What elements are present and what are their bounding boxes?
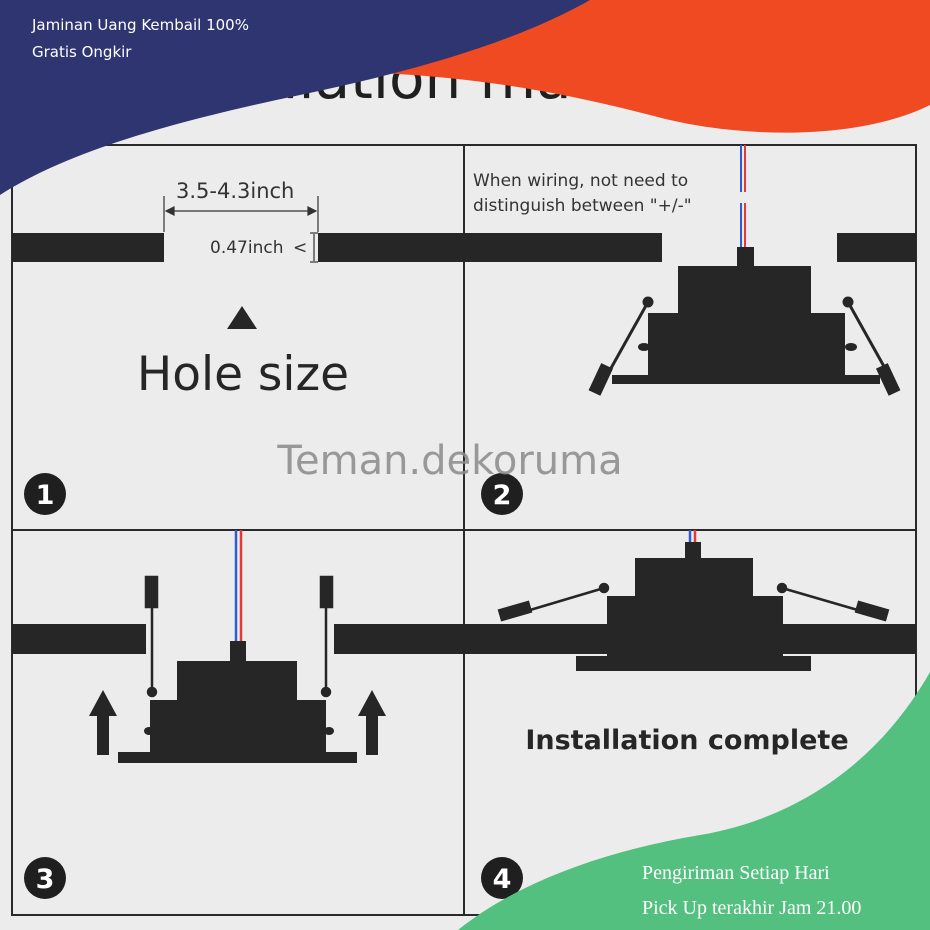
downlight-fixture-4 [576, 542, 811, 671]
ceiling-board-right-3 [334, 624, 464, 654]
thickness-dimension [310, 232, 318, 263]
width-dimension [163, 196, 319, 232]
spring-clips-4 [497, 582, 890, 622]
step-number-3: 3 [36, 864, 55, 895]
step-badge-4 [481, 857, 523, 899]
wire-pair-3 [234, 530, 243, 642]
promo-navy-wave [0, 0, 590, 195]
step-badge-1 [24, 473, 66, 515]
wire-pair-2 [740, 145, 746, 248]
promo-green-wave [458, 672, 930, 930]
downlight-fixture-2 [612, 247, 880, 384]
thickness-arrow: < [293, 238, 307, 258]
hole-size-caption: Hole size [137, 347, 349, 402]
ceiling-board-left-3 [12, 624, 146, 654]
thickness-label: 0.47inch [210, 238, 283, 258]
ceiling-board-left-4 [464, 624, 607, 654]
panel-grid [11, 144, 917, 916]
promo-free-shipping: Gratis Ongkir [32, 43, 132, 61]
wiring-note-line1: When wiring, not need to [473, 171, 688, 191]
panel-4: Installation complete 4 [464, 530, 916, 899]
step-badge-3 [24, 857, 66, 899]
panel-1: 3.5-4.3inch 0.47inch < Hole size 1 [12, 179, 464, 515]
up-arrow-icon-right [358, 690, 386, 755]
panel-2: When wiring, not need to distinguish bet… [464, 145, 916, 515]
promo-daily-delivery: Pengiriman Setiap Hari [642, 862, 830, 884]
downlight-fixture-3 [118, 641, 357, 763]
ceiling-board-left-2 [464, 233, 662, 262]
installation-complete-caption: Installation complete [525, 725, 848, 756]
width-label: 3.5-4.3inch [176, 179, 294, 203]
ceiling-board-right-2 [837, 233, 916, 262]
spring-clips-2 [588, 296, 901, 396]
up-arrow-icon-left [89, 690, 117, 755]
ceiling-board-left [12, 233, 164, 262]
promo-money-back: Jaminan Uang Kembail 100% [32, 16, 249, 34]
spring-clips-3 [144, 575, 334, 698]
step-badge-2 [481, 473, 523, 515]
ceiling-board-right [318, 233, 464, 262]
up-triangle-icon [227, 306, 257, 329]
step-number-4: 4 [493, 864, 512, 895]
wiring-note-line2: distinguish between "+/-" [473, 196, 692, 216]
step-number-1: 1 [36, 480, 55, 511]
panel-3: 3 [12, 530, 464, 899]
step-number-2: 2 [493, 480, 512, 511]
ceiling-board-right-4 [783, 624, 916, 654]
promo-pickup-time: Pick Up terakhir Jam 21.00 [642, 897, 862, 919]
watermark: Teman.dekoruma [276, 438, 622, 484]
